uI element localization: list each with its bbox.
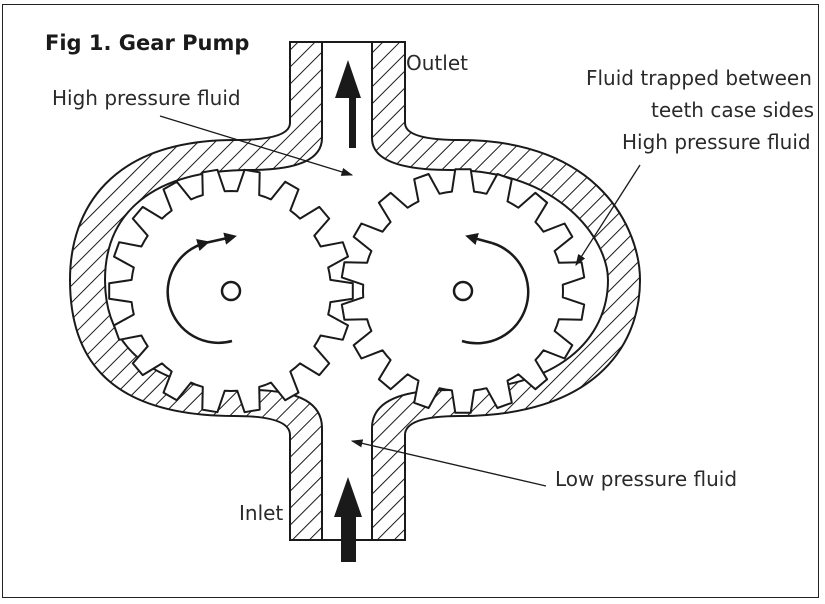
left-shaft-icon (220, 280, 242, 302)
figure-title: Fig 1. Gear Pump (45, 31, 250, 55)
label-trapped-line-1: Fluid trapped between (586, 66, 812, 90)
label-trapped-line-2: teeth case sides (651, 98, 815, 122)
leader-low-pressure (350, 439, 547, 487)
label-high-pressure-left: High pressure fluid (52, 86, 241, 110)
rotation-arrow-counterclockwise-icon (461, 241, 530, 345)
leader-trapped-fluid (575, 164, 641, 266)
figure-frame (2, 4, 819, 598)
right-shaft-icon (452, 280, 474, 302)
outlet-flow-arrow-icon (335, 60, 361, 148)
leader-high-pressure-left (159, 115, 354, 176)
pump-casing (68, 41, 642, 541)
label-high-pressure-right: High pressure fluid (622, 130, 811, 154)
rotation-arrow-clockwise-head-icon (204, 232, 237, 245)
inlet-flow-arrow-icon (334, 477, 362, 562)
label-outlet: Outlet (406, 51, 468, 75)
label-low-pressure: Low pressure fluid (555, 467, 738, 491)
label-inlet: Inlet (239, 501, 284, 525)
rotation-arrow-counterclockwise-head-icon (465, 232, 493, 246)
rotation-arrow-clockwise-icon (166, 238, 233, 345)
